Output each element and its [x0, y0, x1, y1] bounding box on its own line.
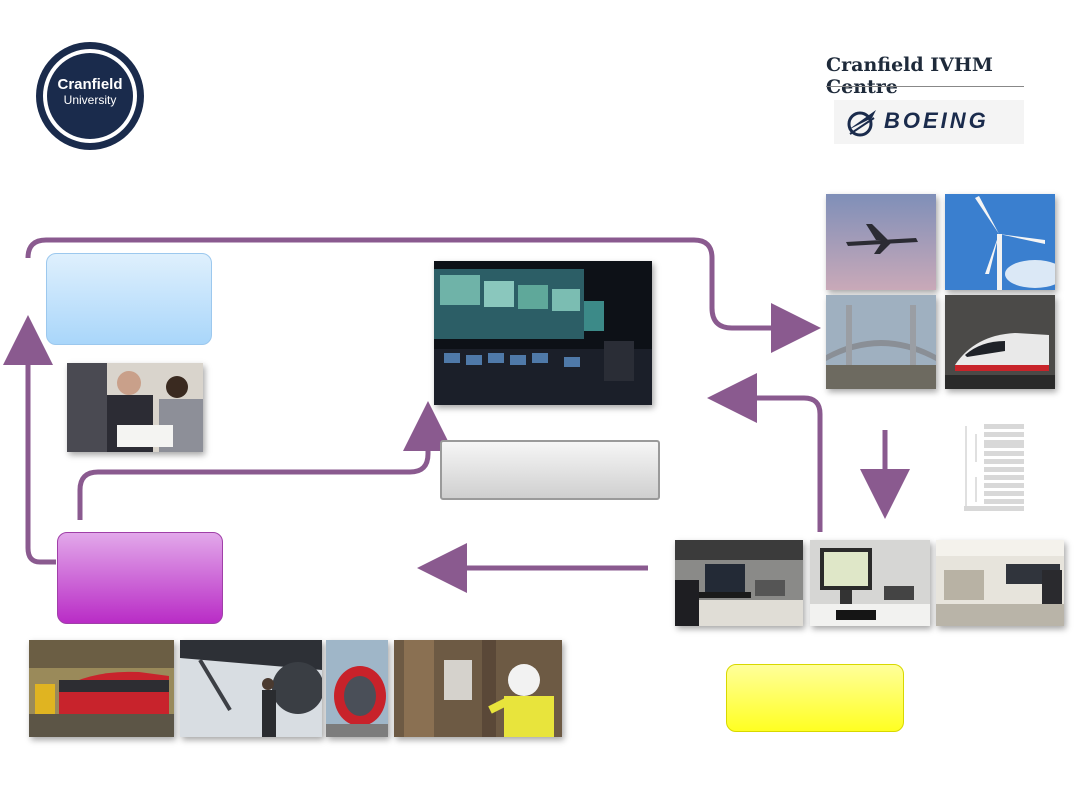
lab-room-photo — [936, 540, 1064, 626]
logo-line-1: Cranfield — [57, 76, 123, 93]
box-yellow — [726, 664, 904, 732]
aircraft-photo — [826, 194, 936, 290]
boeing-wordmark: BOEING — [884, 108, 989, 133]
logo-line-2: University — [63, 93, 117, 107]
lab-monitor-photo — [810, 540, 930, 626]
box-magenta — [57, 532, 223, 624]
title-divider — [826, 86, 1024, 87]
arrow-to-control-room — [707, 373, 823, 532]
meeting-photo — [67, 363, 203, 452]
arrow-top-loop — [3, 315, 56, 565]
arrow-magenta-to-control — [77, 401, 453, 520]
arrow-top-line — [25, 237, 821, 353]
jet-engine-photo — [326, 640, 388, 737]
train-photo — [945, 295, 1055, 389]
lab-laptop-photo — [675, 540, 803, 626]
aircraft-maintenance-photo — [180, 640, 322, 737]
centre-title: Cranfield IVHM Centre — [826, 54, 993, 98]
wind-turbine-photo — [945, 194, 1055, 290]
boeing-logo: BOEING — [834, 100, 1024, 144]
train-depot-photo — [29, 640, 174, 737]
field-worker-photo — [394, 640, 562, 737]
box-top-left — [46, 253, 212, 345]
box-center-grey — [440, 440, 660, 500]
hierarchy-diagram-thumbnail — [960, 422, 1026, 512]
cranfield-university-logo: Cranfield University — [34, 40, 146, 152]
control-room-photo — [434, 261, 652, 405]
boeing-symbol-icon — [847, 110, 876, 137]
bridge-photo — [826, 295, 936, 389]
